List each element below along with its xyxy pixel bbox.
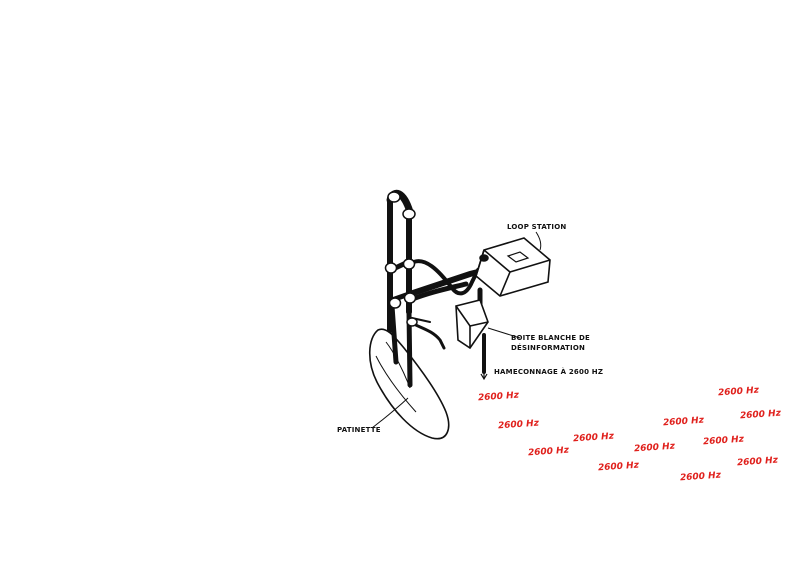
- boite-blanche-box: [455, 299, 489, 350]
- joints: [384, 191, 418, 327]
- loop-station-pointer: [535, 231, 542, 251]
- hameconnage-arrow: [480, 362, 488, 381]
- patinette-pointer: [371, 397, 409, 429]
- patinette-label: PATINETTE: [337, 426, 381, 434]
- loop-station-label: LOOP STATION: [507, 223, 567, 231]
- boite-pointer: [487, 327, 521, 339]
- boite-blanche-label-line2: DÉSINFORMATION: [511, 344, 586, 352]
- boite-blanche-label-line1: BOITE BLANCHE DE: [511, 334, 590, 342]
- frame: [386, 189, 489, 388]
- hameconnage-label: HAMECONNAGE À 2600 HZ: [494, 368, 604, 376]
- loop-station-box: [475, 237, 551, 297]
